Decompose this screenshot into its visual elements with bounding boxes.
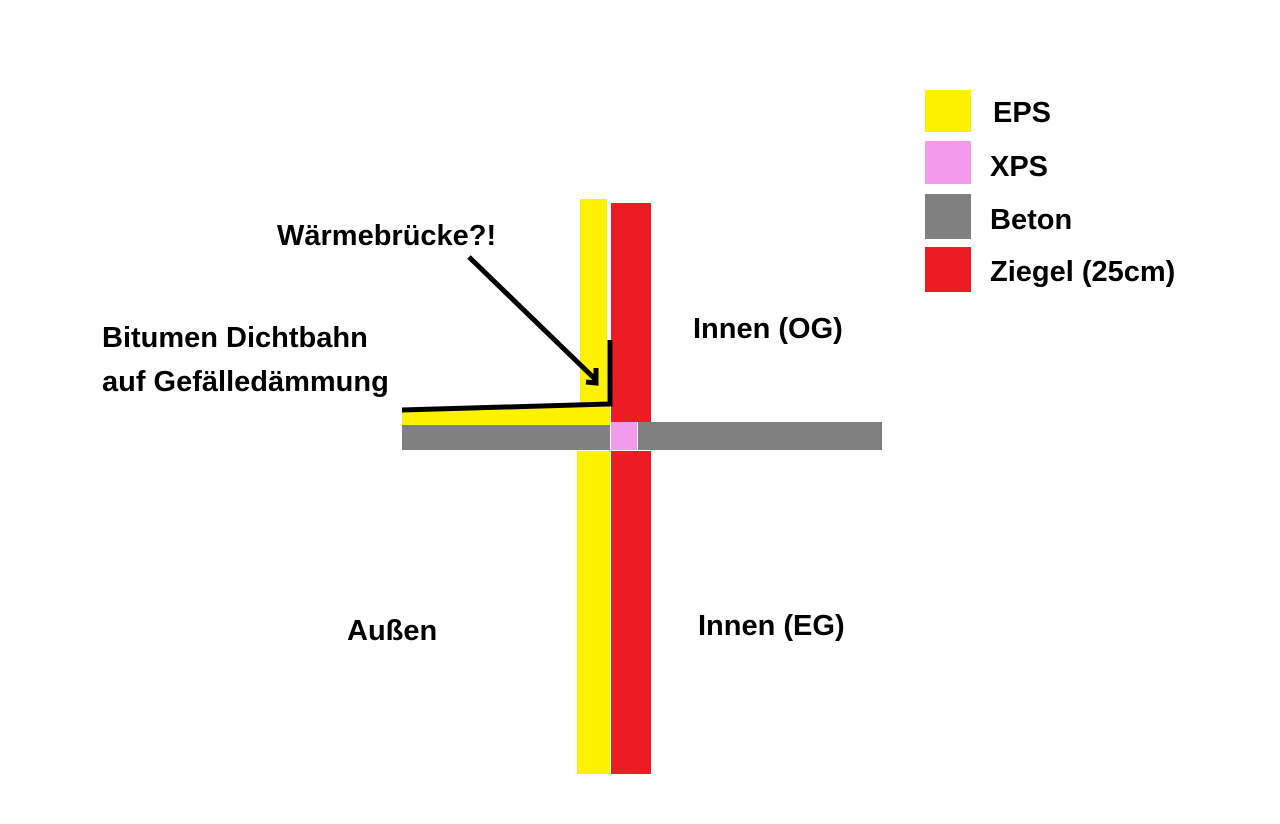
legend-swatch-eps [925,90,971,132]
label-waermebruecke: Wärmebrücke?! [277,220,496,252]
legend: EPS XPS Beton Ziegel (25cm) [925,90,1175,292]
label-aussen: Außen [347,615,437,647]
legend-label-xps: XPS [990,151,1048,183]
arrow-head [585,368,599,386]
concrete-slab-exterior [402,425,610,450]
xps-block [611,422,637,450]
legend-swatch-ziegel [925,247,971,292]
concrete-slab-interior [638,422,882,450]
arrow-shaft [467,255,598,382]
legend-swatch-beton [925,194,971,239]
label-innen-og: Innen (OG) [693,313,843,345]
eps-wall-insulation-lower [577,451,610,774]
label-bitumen-line2: auf Gefälledämmung [102,366,389,398]
label-innen-eg: Innen (EG) [698,610,845,642]
bitumen-membrane-line [401,340,613,413]
legend-label-beton: Beton [990,204,1072,236]
brick-wall-upper [611,203,651,422]
label-bitumen-line1: Bitumen Dichtbahn [102,322,368,354]
legend-label-eps: EPS [993,97,1051,129]
legend-swatch-xps [925,141,971,184]
brick-wall-lower [611,451,651,774]
legend-label-ziegel: Ziegel (25cm) [990,256,1175,288]
